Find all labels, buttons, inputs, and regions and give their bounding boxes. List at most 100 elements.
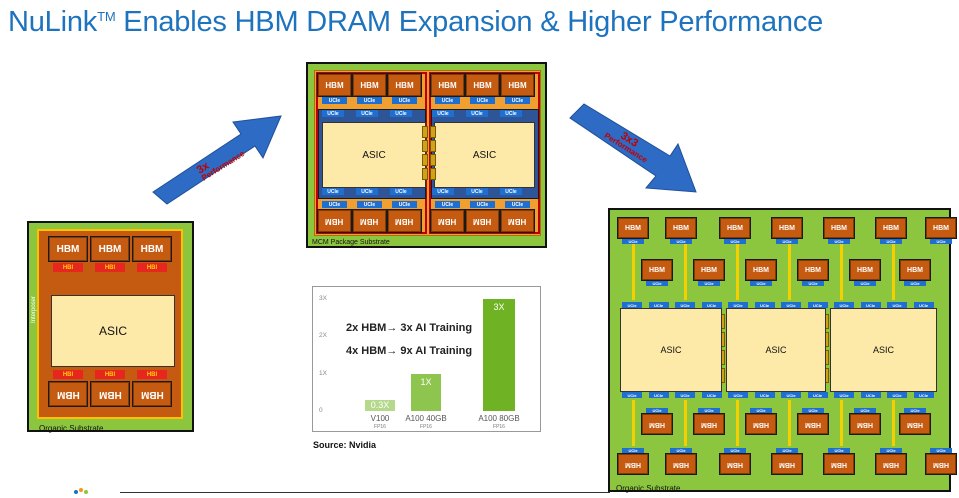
mid-substrate-label: MCM Package Substrate bbox=[312, 239, 390, 246]
hbm-chip: HBM bbox=[745, 259, 777, 281]
ucie-phy: UCIe bbox=[930, 239, 952, 244]
hbm-chip: HBM bbox=[465, 209, 500, 233]
ucie-link bbox=[430, 126, 436, 138]
ucie-phy: UCIe bbox=[622, 392, 642, 398]
interposer-label: Interposer bbox=[31, 295, 37, 323]
ucie-phy: UCIe bbox=[860, 302, 881, 308]
hbm-chip: HBM bbox=[665, 217, 697, 239]
ucie-phy: UCIe bbox=[357, 201, 382, 208]
hbm-chip: HBM bbox=[823, 217, 855, 239]
arrow-2-icon bbox=[569, 103, 697, 193]
ucie-phy: UCIe bbox=[776, 448, 798, 453]
ucie-phy: UCIe bbox=[828, 239, 850, 244]
bottom-rule bbox=[120, 492, 610, 493]
ucie-phy: UCIe bbox=[322, 97, 347, 104]
hbi-phy: HBI bbox=[53, 263, 83, 272]
ucie-link bbox=[430, 168, 436, 180]
ucie-link bbox=[422, 168, 428, 180]
hbm-chip: HBM bbox=[430, 209, 465, 233]
hbi-phy: HBI bbox=[95, 263, 125, 272]
ucie-phy: UCIe bbox=[913, 302, 934, 308]
ucie-phy: UCIe bbox=[505, 97, 530, 104]
ucie-phy: UCIe bbox=[466, 110, 488, 117]
hbm-chip: HBM bbox=[925, 217, 957, 239]
hbm-chip: HBM bbox=[665, 453, 697, 475]
ucie-phy: UCIe bbox=[392, 201, 417, 208]
hbm-chip: HBM bbox=[875, 217, 907, 239]
y-tick-label: 0 bbox=[319, 407, 323, 414]
chart-annotation-1: 2x HBM→ 3x AI Training bbox=[346, 322, 473, 334]
connector bbox=[892, 400, 895, 446]
ucie-phy: UCIe bbox=[392, 97, 417, 104]
ucie-phy: UCIe bbox=[834, 302, 854, 308]
mid-asic-right: ASIC bbox=[434, 122, 535, 188]
hbi-phy: HBI bbox=[137, 263, 167, 272]
ucie-phy: UCIe bbox=[675, 392, 695, 398]
ucie-phy: UCIe bbox=[807, 302, 828, 308]
ucie-link bbox=[422, 140, 428, 152]
ucie-phy: UCIe bbox=[904, 281, 926, 286]
ucie-phy: UCIe bbox=[887, 392, 907, 398]
ucie-phy: UCIe bbox=[698, 281, 720, 286]
hbm-chip: HBM bbox=[617, 217, 649, 239]
ucie-link bbox=[422, 154, 428, 166]
hbm-chip: HBM bbox=[899, 413, 931, 435]
ucie-phy: UCIe bbox=[357, 97, 382, 104]
page-title: NuLinkTM Enables HBM DRAM Expansion & Hi… bbox=[8, 6, 824, 38]
ucie-phy: UCIe bbox=[724, 239, 746, 244]
connector bbox=[736, 244, 739, 300]
hbm-chip: HBM bbox=[719, 217, 751, 239]
ucie-link bbox=[430, 140, 436, 152]
ucie-phy: UCIe bbox=[834, 392, 854, 398]
hbm-chip: HBM bbox=[352, 73, 387, 97]
ucie-phy: UCIe bbox=[646, 408, 668, 413]
right-asic-1: ASIC bbox=[620, 308, 722, 392]
connector bbox=[684, 400, 687, 446]
ucie-phy: UCIe bbox=[432, 188, 454, 195]
connector bbox=[840, 244, 843, 300]
hbm-chip: HBM bbox=[719, 453, 751, 475]
chart-bar: 0.3X bbox=[365, 399, 395, 411]
chart-bar: 3X bbox=[483, 298, 515, 411]
ucie-phy: UCIe bbox=[728, 302, 748, 308]
ucie-phy: UCIe bbox=[701, 392, 722, 398]
ucie-phy: UCIe bbox=[802, 408, 824, 413]
ucie-phy: UCIe bbox=[356, 110, 378, 117]
right-asic-3: ASIC bbox=[830, 308, 937, 392]
ucie-phy: UCIe bbox=[470, 97, 495, 104]
ucie-phy: UCIe bbox=[698, 408, 720, 413]
ucie-phy: UCIe bbox=[670, 448, 692, 453]
ucie-phy: UCIe bbox=[390, 110, 412, 117]
ucie-phy: UCIe bbox=[390, 188, 412, 195]
ucie-phy: UCIe bbox=[724, 448, 746, 453]
hbm-chip: HBM bbox=[899, 259, 931, 281]
chart-source: Source: Nvidia bbox=[313, 440, 377, 450]
ucie-phy: UCIe bbox=[670, 239, 692, 244]
ucie-phy: UCIe bbox=[913, 392, 934, 398]
ucie-phy: UCIe bbox=[776, 239, 798, 244]
ucie-phy: UCIe bbox=[930, 448, 952, 453]
chart-bar: 1X bbox=[411, 373, 441, 411]
connector bbox=[788, 244, 791, 300]
connector bbox=[840, 400, 843, 446]
ucie-phy: UCIe bbox=[750, 281, 772, 286]
hbm-chip: HBM bbox=[317, 73, 352, 97]
hbm-chip: HBM bbox=[745, 413, 777, 435]
hbm-chip: HBM bbox=[693, 259, 725, 281]
connector bbox=[684, 244, 687, 300]
ucie-phy: UCIe bbox=[435, 97, 460, 104]
ucie-phy: UCIe bbox=[466, 188, 488, 195]
hbm-chip: HBM bbox=[48, 236, 88, 262]
hbm-chip: HBM bbox=[90, 236, 130, 262]
ucie-phy: UCIe bbox=[622, 448, 644, 453]
hbm-chip: HBM bbox=[352, 209, 387, 233]
ucie-link bbox=[422, 126, 428, 138]
hbm-chip: HBM bbox=[797, 259, 829, 281]
ucie-phy: UCIe bbox=[432, 110, 454, 117]
ucie-phy: UCIe bbox=[781, 302, 801, 308]
ucie-phy: UCIe bbox=[435, 201, 460, 208]
